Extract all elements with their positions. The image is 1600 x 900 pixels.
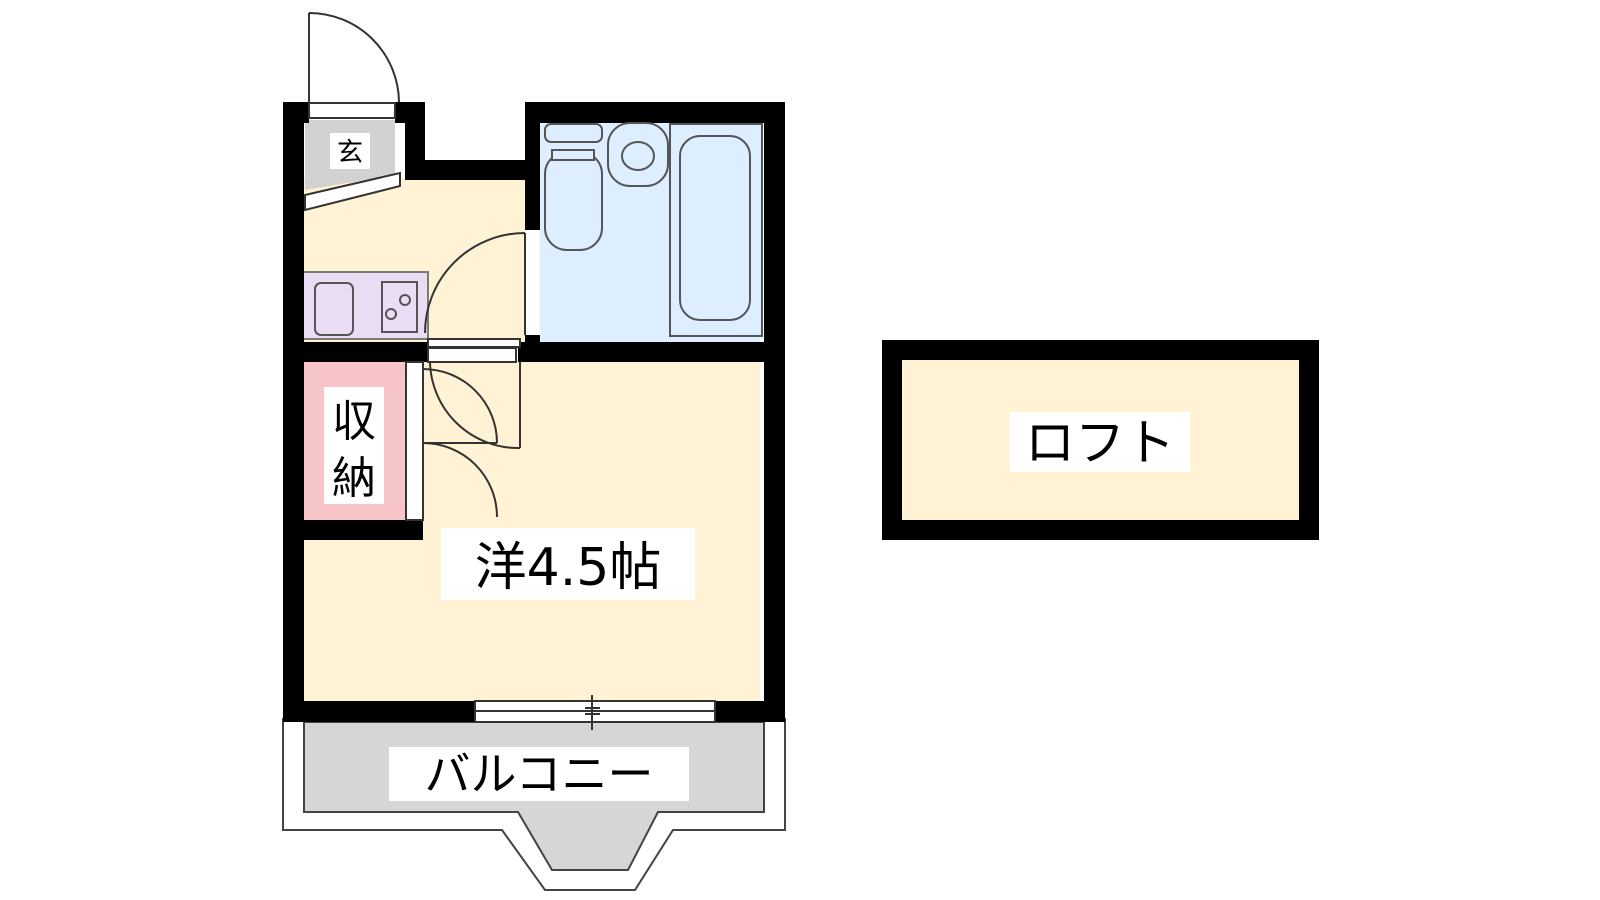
storage-label-line1: 収 — [332, 396, 376, 447]
entrance-label: 玄 — [337, 138, 363, 168]
balcony-label-bg — [389, 747, 689, 801]
loft-label-bg — [1010, 412, 1190, 472]
stove-burner-icon — [399, 294, 411, 306]
balcony — [282, 718, 786, 891]
wall-corridor-top — [405, 160, 540, 180]
wall-entrance-top-left — [283, 102, 309, 123]
main-room-label-bg — [441, 528, 695, 600]
toilet-tank-icon — [544, 123, 603, 143]
wall-mid-right — [518, 342, 785, 362]
storage-label-line2: 納 — [332, 453, 376, 504]
room-door-frame — [427, 347, 517, 363]
balcony-label: バルコニー — [424, 747, 653, 801]
toilet-lid-icon — [551, 149, 595, 161]
main-room-label: 洋4.5帖 — [475, 538, 662, 598]
bathroom-door-frame — [427, 338, 521, 348]
wall-top-right — [525, 102, 785, 123]
stove-icon — [381, 281, 418, 333]
bathtub-basin-icon — [679, 135, 751, 321]
storage-door-icon — [422, 368, 498, 518]
wall-left — [283, 102, 304, 719]
storage-label-bg — [324, 387, 384, 504]
front-door-frame — [308, 102, 396, 119]
sink-icon — [314, 282, 354, 336]
stove-burner-icon — [385, 308, 397, 320]
loft-label: ロフト — [1025, 414, 1175, 472]
loft-wall-bottom — [882, 520, 1319, 540]
wall-storage-bottom — [283, 520, 423, 540]
toilet-icon — [544, 151, 603, 251]
front-door-icon — [308, 12, 400, 103]
loft-wall-right — [1299, 340, 1319, 540]
loft-wall-top — [882, 340, 1319, 360]
bathroom-door-icon — [424, 232, 526, 335]
wall-bottom-left — [283, 701, 475, 722]
storage-door-frame — [405, 361, 424, 521]
fixtures — [314, 122, 763, 337]
room-door-icon — [429, 361, 521, 450]
wall-right — [764, 102, 785, 719]
entrance-step — [304, 171, 401, 212]
labels: 玄 収 納 洋4.5帖 バルコニー ロフト — [324, 133, 1190, 801]
wall-mid-left — [283, 342, 428, 362]
doors — [304, 12, 716, 730]
loft-wall-left — [882, 340, 902, 540]
walls — [283, 102, 1319, 722]
washbasin-bowl-icon — [621, 141, 655, 171]
entrance-label-bg — [330, 133, 370, 169]
